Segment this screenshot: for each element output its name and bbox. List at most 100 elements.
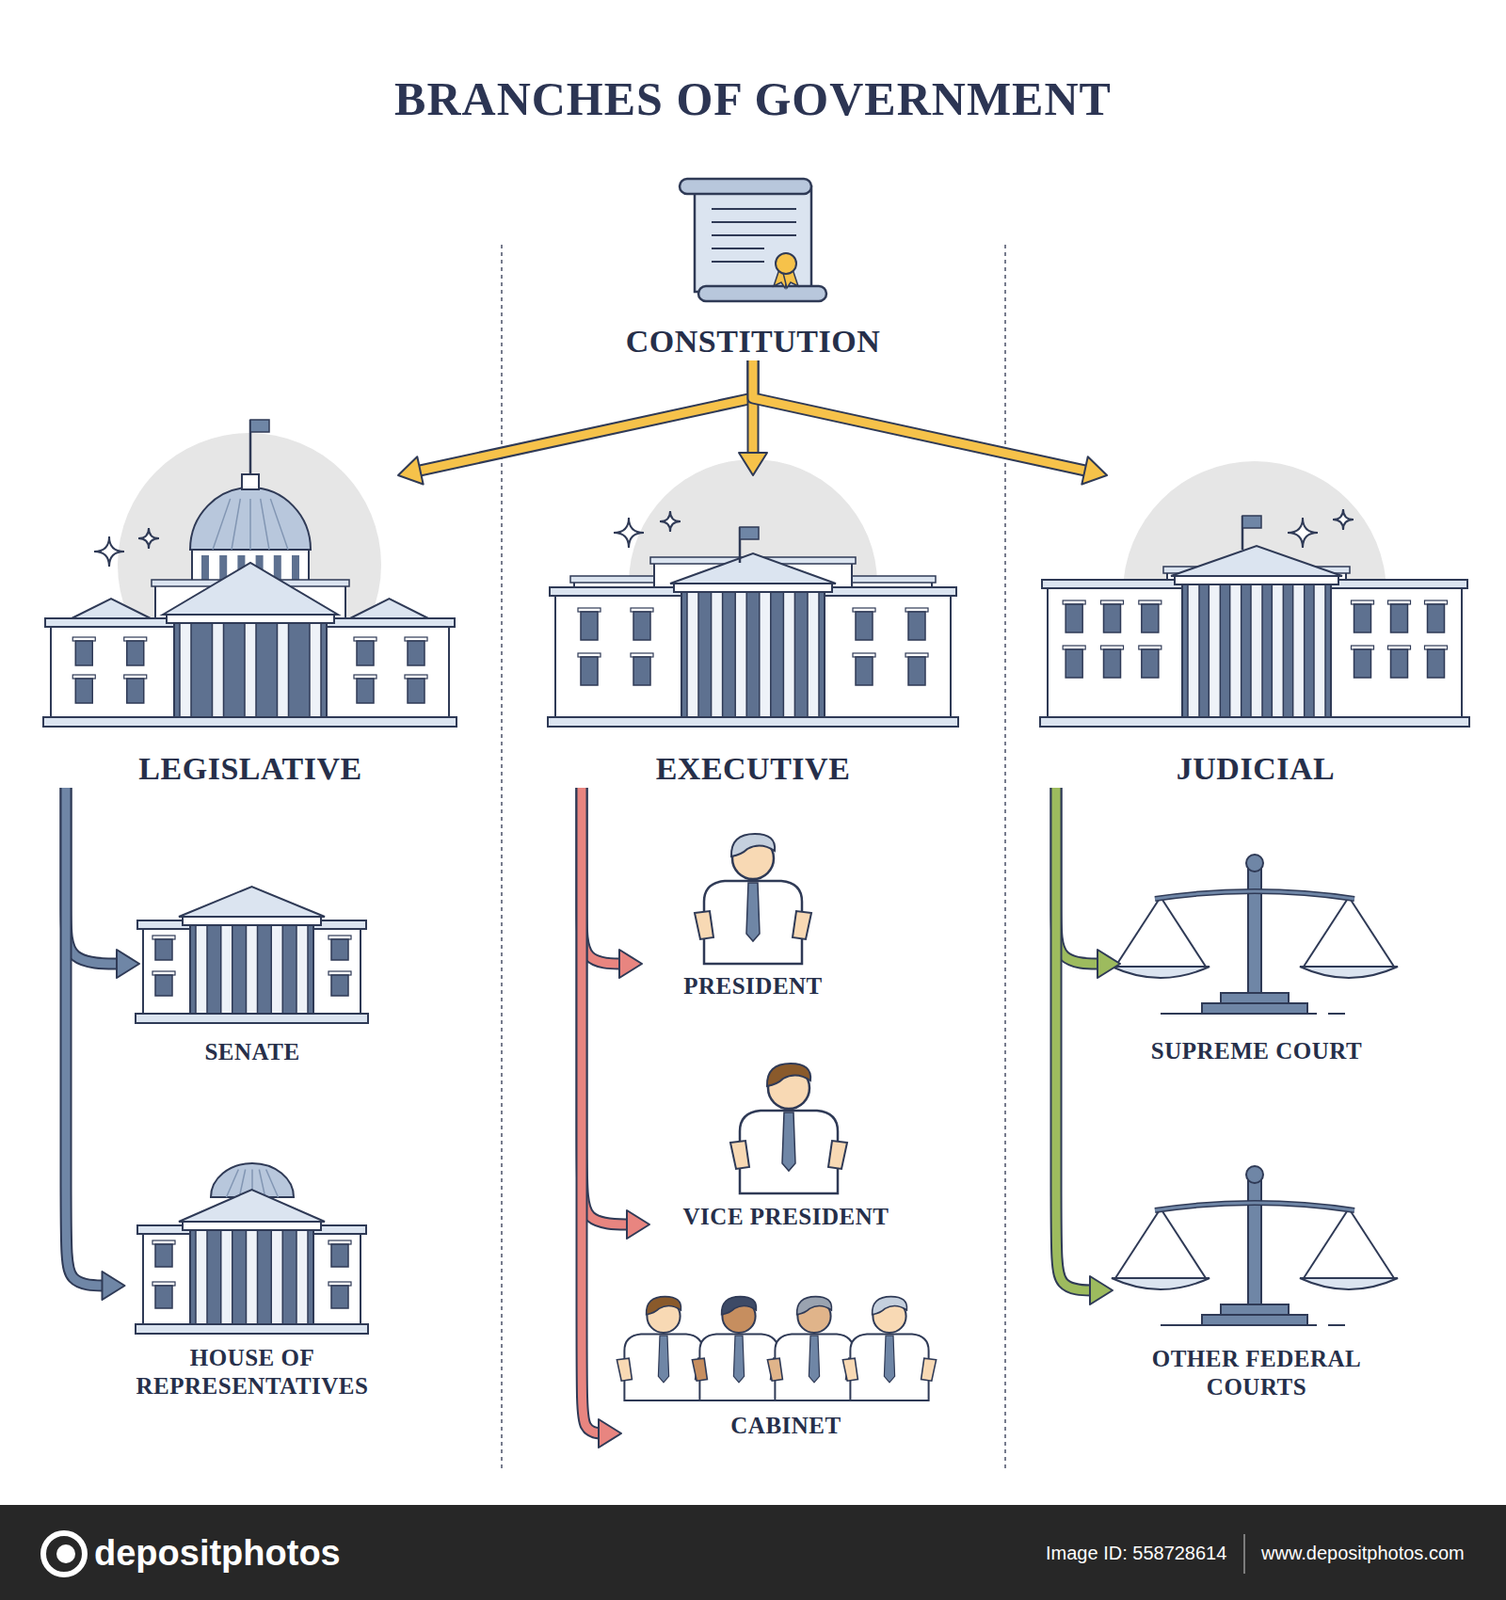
house-building (195, 1229, 208, 1325)
connector-arrow (581, 787, 650, 1239)
office-node: CABINET (621, 1284, 951, 1441)
person-figure (616, 1297, 710, 1401)
capitol-building (201, 555, 209, 580)
node-label: OTHER FEDERAL COURTS (1112, 1345, 1401, 1401)
person-figure (767, 1358, 783, 1381)
branch-node: LEGISLATIVE (50, 475, 450, 788)
person-figure (691, 1297, 786, 1401)
white-house-building (908, 656, 926, 686)
scales-of-justice (1111, 1166, 1398, 1326)
court-building (1230, 583, 1242, 718)
house-building (135, 1324, 369, 1334)
person-figure (842, 1358, 858, 1381)
person-figure (767, 1063, 811, 1087)
capitol-building (260, 498, 270, 550)
court-building (1391, 604, 1409, 633)
court-building (1040, 717, 1470, 727)
court-building (1427, 604, 1445, 633)
capitol-building (43, 419, 457, 727)
capitol-building (190, 487, 311, 550)
constitution-scroll (711, 260, 765, 263)
scales-of-justice (1220, 1304, 1289, 1315)
capitol-building (309, 622, 321, 718)
sparkle (1287, 517, 1318, 548)
capitol-building (250, 419, 270, 433)
court-building (1250, 583, 1263, 718)
court-building (1141, 649, 1159, 678)
white-house-building (908, 611, 926, 641)
connector-line (1056, 787, 1106, 964)
capitol-building (231, 498, 241, 550)
connector-arrow (398, 360, 753, 484)
senate-building (195, 924, 208, 1014)
connector-line (1056, 787, 1098, 1291)
capitol-building (291, 555, 300, 580)
node-label: EXECUTIVE (652, 750, 855, 788)
watermark-logo: depositphotos (94, 1533, 341, 1574)
constitution-scroll (775, 253, 797, 274)
court-building (1065, 604, 1083, 633)
scales-of-justice (1154, 891, 1355, 899)
capitol-building (273, 555, 282, 580)
scales-of-justice (1154, 891, 1355, 899)
title: BRANCHES OF GOVERNMENT (0, 71, 1506, 127)
court-building (1293, 583, 1305, 718)
house-building (331, 1285, 349, 1309)
senate-building (296, 924, 308, 1014)
white-house-building (739, 527, 759, 540)
capitol-building (270, 498, 289, 550)
scales-of-justice (1111, 966, 1210, 978)
person-figure (921, 1358, 937, 1381)
scales-of-justice (1348, 897, 1394, 967)
scales-of-justice (1111, 854, 1398, 1326)
senate-building (182, 916, 321, 926)
capitol-building (407, 678, 425, 704)
connector-outline (1056, 787, 1098, 1291)
logo-icon (43, 1533, 85, 1575)
senate-building (178, 886, 325, 917)
scales-of-justice (1246, 854, 1264, 872)
scales-of-justice (1115, 897, 1161, 967)
capitol-building (43, 717, 457, 727)
person-figure (730, 1140, 750, 1170)
connector-line (65, 787, 125, 964)
court-building (1313, 583, 1326, 718)
scales-of-justice (1115, 1208, 1161, 1279)
connector-outline (581, 787, 627, 964)
arrowhead (116, 949, 140, 978)
person-figure (657, 1335, 669, 1383)
scales-of-justice (1160, 1208, 1206, 1279)
connector-line (413, 360, 753, 472)
connector-arrow (1056, 787, 1113, 1305)
connector-line (581, 787, 627, 964)
white-house-building (670, 553, 836, 584)
arrowhead (1097, 949, 1121, 978)
node-label: CONSTITUTION (622, 322, 885, 361)
capitol-building (212, 622, 225, 718)
capitol-building (174, 622, 327, 718)
connector-line (581, 787, 635, 1225)
office-node: PRESIDENT (641, 823, 865, 1001)
white-house-building (807, 591, 819, 718)
institution-node: SENATE (139, 875, 366, 1067)
document-node: CONSTITUTION (614, 174, 893, 361)
scales-of-justice (1299, 966, 1398, 978)
connector-outline (753, 360, 1092, 472)
arrowhead (619, 949, 642, 978)
connector-arrow (581, 787, 642, 978)
divider-line (500, 244, 503, 1470)
white-house-building (711, 591, 723, 718)
node-label: JUDICIAL (1172, 750, 1339, 788)
illustration-group (43, 178, 1470, 1401)
sparkle (138, 528, 160, 549)
sparkle (659, 511, 681, 532)
person-figure (792, 911, 812, 940)
connector-outline (413, 360, 753, 472)
scales-of-justice (1160, 1012, 1317, 1015)
connector-outline (65, 787, 111, 1286)
senate-building (331, 975, 349, 996)
constitution-scroll (679, 178, 827, 302)
connector-outline (581, 787, 607, 1434)
constitution-scroll (698, 286, 827, 302)
capitol-building (127, 678, 145, 704)
